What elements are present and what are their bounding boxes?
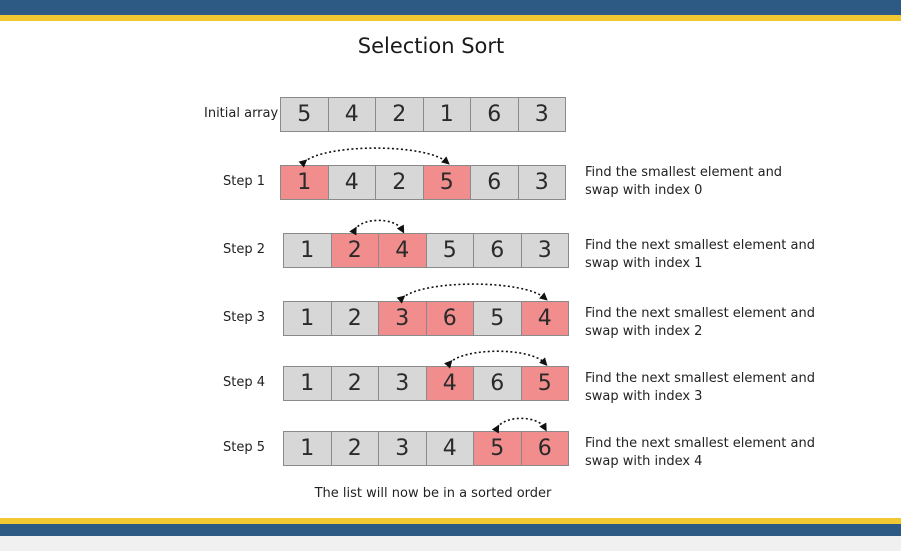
array-cell: 1 <box>284 432 331 465</box>
swap-arrow <box>396 283 548 304</box>
array-cell: 4 <box>521 302 568 335</box>
swap-arrow <box>349 219 405 236</box>
bottom-yellow-band <box>0 518 901 524</box>
array-cell: 6 <box>521 432 568 465</box>
bottom-blue-band <box>0 524 901 536</box>
array-cell: 2 <box>376 98 423 131</box>
step-4-description: Find the next smallest element and swap … <box>585 370 845 406</box>
array-cell: 6 <box>474 367 521 400</box>
array-cell: 6 <box>474 234 521 267</box>
step-1-desc-line-1: Find the smallest element and <box>585 165 783 180</box>
array-cell: 3 <box>521 234 568 267</box>
array-cell: 3 <box>379 302 426 335</box>
array-cell: 1 <box>284 367 331 400</box>
array-cell: 2 <box>331 234 378 267</box>
array-cell: 4 <box>328 166 375 199</box>
array-cell: 2 <box>331 432 378 465</box>
step-4-desc-line-1: Find the next smallest element and <box>585 371 815 386</box>
array-cell: 3 <box>518 166 565 199</box>
page-title: Selection Sort <box>357 34 505 58</box>
step-3-desc-line-1: Find the next smallest element and <box>585 306 815 321</box>
array-cell: 5 <box>521 367 568 400</box>
row-label-step-2: Step 2 <box>223 242 266 257</box>
footer-note: The list will now be in a sorted order <box>314 486 552 501</box>
step-3-description: Find the next smallest element and swap … <box>585 305 845 341</box>
step-4-desc-line-2: swap with index 3 <box>585 389 703 404</box>
step-2-desc-line-2: swap with index 1 <box>585 256 703 271</box>
array-cell: 5 <box>474 432 521 465</box>
array-cell: 2 <box>331 302 378 335</box>
step-5-desc-line-1: Find the next smallest element and <box>585 436 815 451</box>
step-1-description: Find the smallest element and swap with … <box>585 164 845 200</box>
row-label-initial: Initial array <box>204 106 279 121</box>
array-cell: 5 <box>423 166 470 199</box>
swap-arrow <box>491 417 547 434</box>
step-3-desc-line-2: swap with index 2 <box>585 324 703 339</box>
array-cell: 5 <box>281 98 328 131</box>
array-cell: 1 <box>423 98 470 131</box>
swap-arrow <box>298 147 450 168</box>
array-cell: 3 <box>518 98 565 131</box>
swap-arrow <box>444 350 548 369</box>
array-cell: 2 <box>376 166 423 199</box>
array-cell: 4 <box>426 432 473 465</box>
array-cell: 1 <box>284 302 331 335</box>
step-5-desc-line-2: swap with index 4 <box>585 454 703 469</box>
top-blue-band <box>0 0 901 15</box>
array-cell: 6 <box>471 166 518 199</box>
row-label-step-1: Step 1 <box>223 174 266 189</box>
row-label-step-5: Step 5 <box>223 440 266 455</box>
row-label-step-3: Step 3 <box>223 310 266 325</box>
array-cell: 4 <box>379 234 426 267</box>
array-cell: 4 <box>426 367 473 400</box>
top-yellow-band <box>0 15 901 21</box>
array-cell: 5 <box>474 302 521 335</box>
array-cell: 1 <box>281 166 328 199</box>
bottom-gray-strip <box>0 536 901 551</box>
step-1-desc-line-2: swap with index 0 <box>585 183 703 198</box>
array-cell: 4 <box>328 98 375 131</box>
array-cell: 2 <box>331 367 378 400</box>
step-2-desc-line-1: Find the next smallest element and <box>585 238 815 253</box>
step-2-description: Find the next smallest element and swap … <box>585 237 845 273</box>
array-cell: 6 <box>426 302 473 335</box>
array-cell: 5 <box>426 234 473 267</box>
step-5-description: Find the next smallest element and swap … <box>585 435 845 471</box>
array-cell: 1 <box>284 234 331 267</box>
array-cell: 3 <box>379 367 426 400</box>
array-cell: 6 <box>471 98 518 131</box>
array-cell: 3 <box>379 432 426 465</box>
row-label-step-4: Step 4 <box>223 375 266 390</box>
